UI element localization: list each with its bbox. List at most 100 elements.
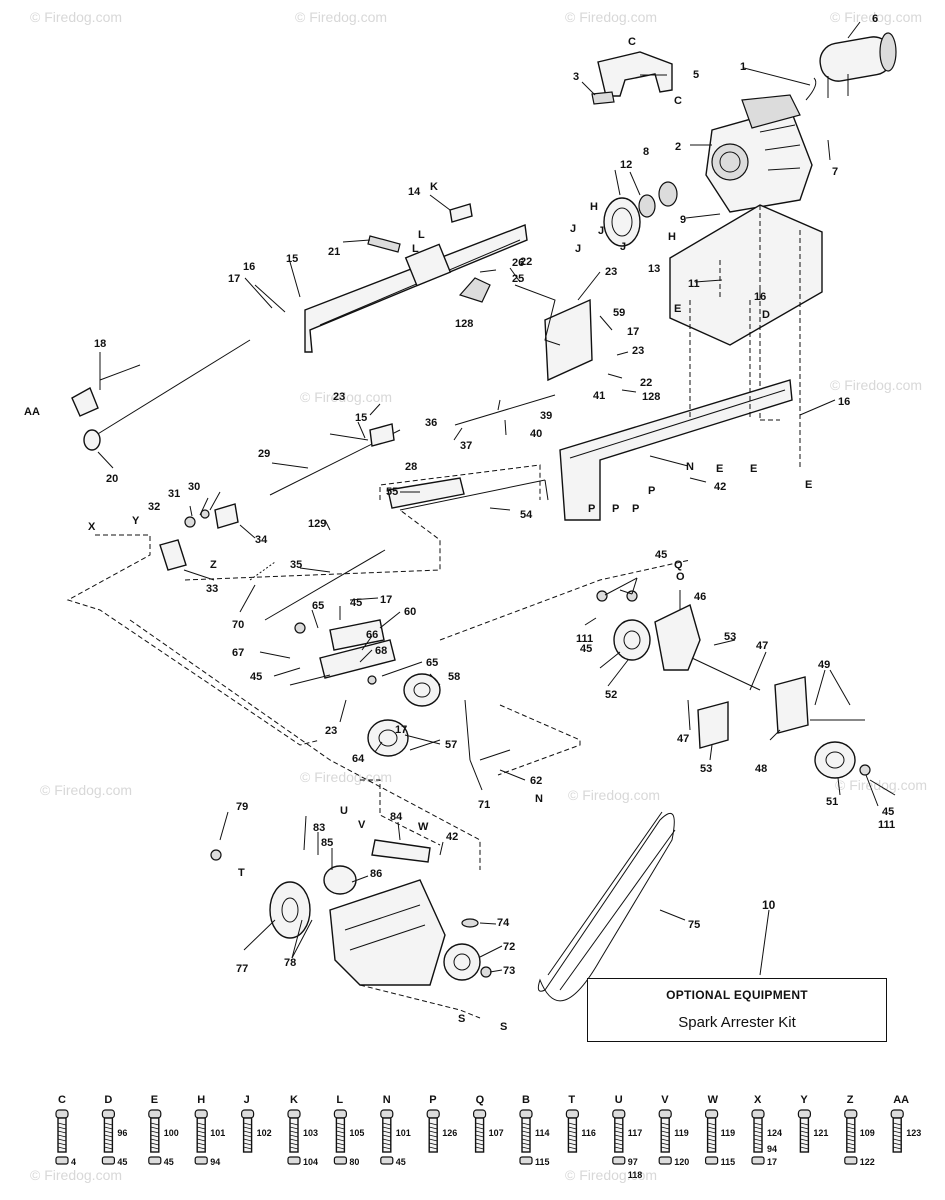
part-callout: 62: [530, 775, 542, 787]
watermark: © Firedog.com: [30, 9, 122, 25]
reference-letters: AA C C D E E E E H H J J J J K L L N N O…: [24, 36, 812, 1033]
hardware-item: C4: [55, 1094, 76, 1167]
part-callout: 23: [333, 391, 345, 403]
hardware-letter: U: [615, 1094, 623, 1106]
thread-line: [57, 1126, 67, 1130]
thread-line: [568, 1130, 577, 1134]
thread-line: [707, 1142, 716, 1146]
bolt-head-icon: [194, 1109, 208, 1119]
idler-assembly: [289, 619, 441, 757]
part-callout: 58: [448, 671, 460, 683]
part-callout: 6: [872, 13, 878, 25]
thread-line: [336, 1122, 345, 1126]
part-callout: 9: [680, 214, 686, 226]
thread-line: [197, 1126, 206, 1130]
part-callout: 128: [455, 318, 473, 330]
thread-line: [846, 1130, 855, 1134]
part-callout: 3: [573, 71, 579, 83]
thread-line: [614, 1146, 623, 1150]
thread-line: [521, 1126, 531, 1130]
part-callout: 48: [755, 763, 767, 775]
bolt-part-number: 107: [489, 1128, 504, 1138]
thread-line: [429, 1146, 438, 1150]
watermark: © Firedog.com: [565, 1167, 657, 1183]
thread-line: [800, 1134, 809, 1138]
ref-letter: X: [88, 521, 96, 533]
thread-line: [475, 1146, 484, 1150]
part-callout: 23: [632, 345, 644, 357]
thread-line: [197, 1142, 206, 1146]
thread-line: [614, 1122, 623, 1126]
thread-line: [104, 1126, 113, 1130]
thread-line: [336, 1138, 345, 1142]
bolt-head-icon: [704, 1109, 719, 1119]
part-callout: 42: [446, 831, 458, 843]
part-callout: 20: [106, 473, 118, 485]
part-callout: 26: [512, 257, 524, 269]
thread-line: [846, 1146, 855, 1150]
thread-line: [707, 1138, 716, 1142]
watermark: © Firedog.com: [40, 782, 132, 798]
bolt-head-icon: [148, 1109, 162, 1119]
thread-line: [243, 1130, 252, 1134]
frame-rail-right: [544, 298, 793, 521]
thread-line: [568, 1146, 577, 1150]
thread-line: [57, 1122, 67, 1126]
thread-line: [57, 1146, 67, 1150]
frame-rail-left: [304, 224, 528, 353]
drive-belt: [537, 812, 675, 1002]
thread-line: [707, 1146, 716, 1150]
bolt-head-icon: [241, 1109, 255, 1119]
ref-letter: P: [648, 485, 655, 497]
thread-line: [846, 1126, 855, 1130]
thread-line: [893, 1138, 902, 1142]
part-callout: 22: [520, 256, 532, 268]
part-callout: 5: [693, 69, 699, 81]
hardware-letter: J: [244, 1094, 250, 1106]
bolt-part-number: 126: [442, 1128, 457, 1138]
thread-line: [289, 1126, 299, 1130]
bolt-head-icon: [658, 1109, 672, 1119]
nut-icon: [751, 1156, 765, 1165]
thread-line: [243, 1126, 252, 1130]
thread-line: [104, 1130, 113, 1134]
thread-line: [661, 1122, 670, 1126]
part-callout: 57: [445, 739, 457, 751]
part-callout: 25: [512, 273, 524, 285]
bolt-part-number: 119: [721, 1128, 736, 1138]
bolt-part-number: 103: [303, 1128, 318, 1138]
part-callout: 17: [228, 273, 240, 285]
clip-14: [449, 203, 473, 223]
part-callout: 35: [290, 559, 302, 571]
transaxle: [210, 839, 492, 986]
optional-equipment-callout: 10: [762, 898, 776, 912]
thread-line: [150, 1146, 159, 1150]
bolt-head-icon: [426, 1109, 440, 1119]
nut-icon: [380, 1156, 394, 1165]
thread-line: [475, 1138, 484, 1142]
part-callout: 40: [530, 428, 542, 440]
thread-line: [846, 1138, 855, 1142]
part-callout: 11: [688, 278, 700, 290]
nut-part-number: 45: [164, 1157, 174, 1167]
nut-icon: [704, 1156, 719, 1165]
thread-line: [382, 1142, 391, 1146]
part-callout: 66: [366, 629, 378, 641]
ref-letter: W: [418, 821, 429, 833]
thread-line: [707, 1122, 716, 1126]
part-callout: 59: [613, 307, 625, 319]
part-callout: 8: [643, 146, 649, 158]
bracket-26: [458, 277, 491, 303]
watermark: © Firedog.com: [568, 787, 660, 803]
thread-line: [893, 1146, 902, 1150]
thread-line: [753, 1130, 763, 1134]
